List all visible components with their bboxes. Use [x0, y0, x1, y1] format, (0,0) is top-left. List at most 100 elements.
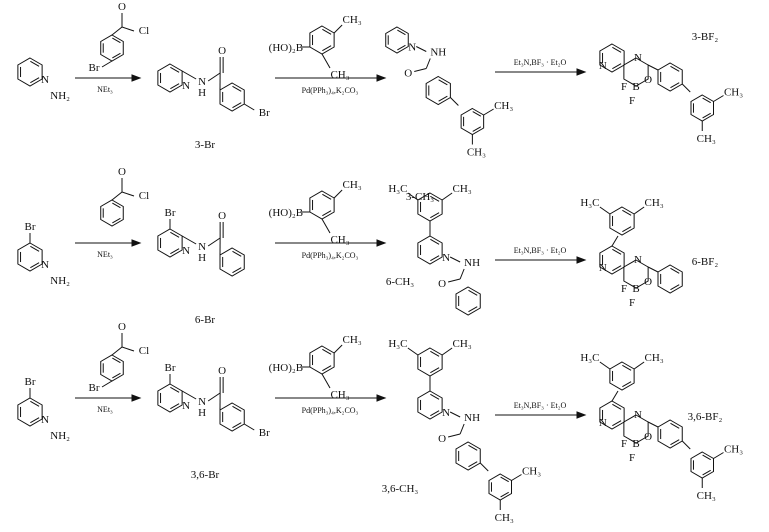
bond: [407, 347, 419, 356]
atom-label: B: [632, 438, 639, 450]
arrow-head: [131, 239, 142, 247]
double-bond: [670, 65, 680, 72]
intermediate-label: 6-Br: [195, 314, 216, 326]
bond: [611, 235, 619, 247]
methyl-label: H₃C: [388, 338, 407, 350]
pyridine-ring: [157, 228, 183, 258]
bond: [321, 53, 331, 69]
bond: [511, 474, 522, 481]
dimethylphenyl-ring: [690, 94, 715, 122]
atom-label: Br: [259, 107, 270, 119]
methyl-label: CH₃: [330, 389, 349, 401]
bond: [111, 346, 123, 356]
bond: [448, 278, 461, 283]
atom-label: F: [621, 283, 627, 295]
atom-label: N: [41, 74, 49, 86]
bond: [121, 191, 135, 197]
methyl-label: CH₃: [453, 183, 472, 195]
double-bond: [612, 403, 622, 410]
bond: [713, 452, 724, 459]
benzoyl-ring: [425, 75, 451, 106]
bond: [243, 103, 255, 111]
dimethylphenyl-ring: [417, 347, 443, 377]
bond: [121, 26, 135, 32]
bond: [459, 268, 465, 280]
pyridine-ring: [599, 245, 625, 275]
benzoyl-chloride-ring: [100, 34, 124, 62]
methyl-label: CH₃: [697, 133, 716, 145]
condition-step2: Pd(PPh₃)₄,K₂CO₃: [302, 86, 359, 95]
atom-label: O: [644, 74, 652, 86]
double-bond: [612, 420, 622, 427]
atom-label: NH: [430, 47, 446, 59]
methyl-label: CH₃: [343, 179, 362, 191]
double-bond: [472, 126, 482, 132]
pyridine-ring: [385, 26, 409, 54]
condition-step1: NEt₃: [97, 250, 113, 259]
bond: [181, 235, 197, 245]
bond: [111, 191, 123, 201]
bond: [414, 68, 427, 72]
double-bond: [322, 45, 332, 52]
coupled-label: 3-CH₃: [406, 191, 434, 203]
double-bond: [30, 245, 40, 252]
aminopyridine-ring: [17, 397, 43, 427]
boronic-acid-label: (HO)₂B: [269, 207, 303, 219]
bond: [479, 462, 489, 472]
atom-label: O: [644, 276, 652, 288]
double-bond: [670, 82, 680, 89]
double-bond: [612, 63, 622, 70]
dimethylphenyl-ring: [488, 473, 513, 501]
arrow-head: [576, 256, 587, 264]
double-bond: [112, 357, 121, 364]
double-bond: [430, 212, 440, 219]
methyl-label: H₃C: [580, 352, 599, 364]
double-bond: [622, 226, 632, 233]
double-bond: [170, 386, 180, 393]
double-bond: [468, 306, 478, 313]
double-bond: [170, 83, 180, 90]
methyl-label: H₃C: [580, 197, 599, 209]
phenyl-ring: [657, 62, 683, 92]
atom-label: O: [644, 431, 652, 443]
condition-step2: Pd(PPh₃)₄,K₂CO₃: [302, 406, 359, 415]
double-bond: [232, 422, 242, 429]
double-bond: [397, 29, 406, 36]
methyl-label: CH₃: [724, 444, 743, 456]
double-bond: [472, 111, 482, 117]
double-bond: [702, 112, 711, 119]
double-bond: [430, 255, 440, 262]
double-bond: [112, 217, 121, 224]
atom-label: N: [599, 262, 607, 274]
phenyl-ring: [657, 264, 683, 294]
bond: [416, 46, 427, 52]
pyridine-ring: [599, 43, 625, 73]
phenyl-ring: [657, 419, 683, 449]
atom-label: F: [629, 95, 635, 107]
bond: [121, 346, 135, 352]
double-bond: [670, 439, 680, 446]
dimethylphenyl-ring: [460, 107, 485, 136]
bond: [207, 392, 221, 402]
double-bond: [670, 284, 680, 291]
bond: [633, 361, 645, 370]
atom-label: O: [118, 166, 126, 178]
bond: [449, 256, 461, 263]
atom-label: N: [41, 259, 49, 271]
double-bond: [30, 77, 40, 84]
aminopyridine-ring: [17, 242, 43, 272]
condition-step1: NEt₃: [97, 85, 113, 94]
condition-step2: Pd(PPh₃)₄,K₂CO₃: [302, 251, 359, 260]
atom-label: Br: [89, 382, 100, 394]
bond: [207, 237, 221, 247]
double-bond: [322, 193, 332, 200]
double-bond: [322, 28, 332, 35]
bond: [647, 266, 659, 273]
atom-label: O: [218, 210, 226, 222]
double-bond: [30, 417, 40, 424]
dimethylphenyl-ring: [609, 206, 635, 236]
bond: [181, 70, 197, 80]
coupled-label: 6-CH₃: [386, 276, 414, 288]
atom-label: O: [438, 433, 446, 445]
